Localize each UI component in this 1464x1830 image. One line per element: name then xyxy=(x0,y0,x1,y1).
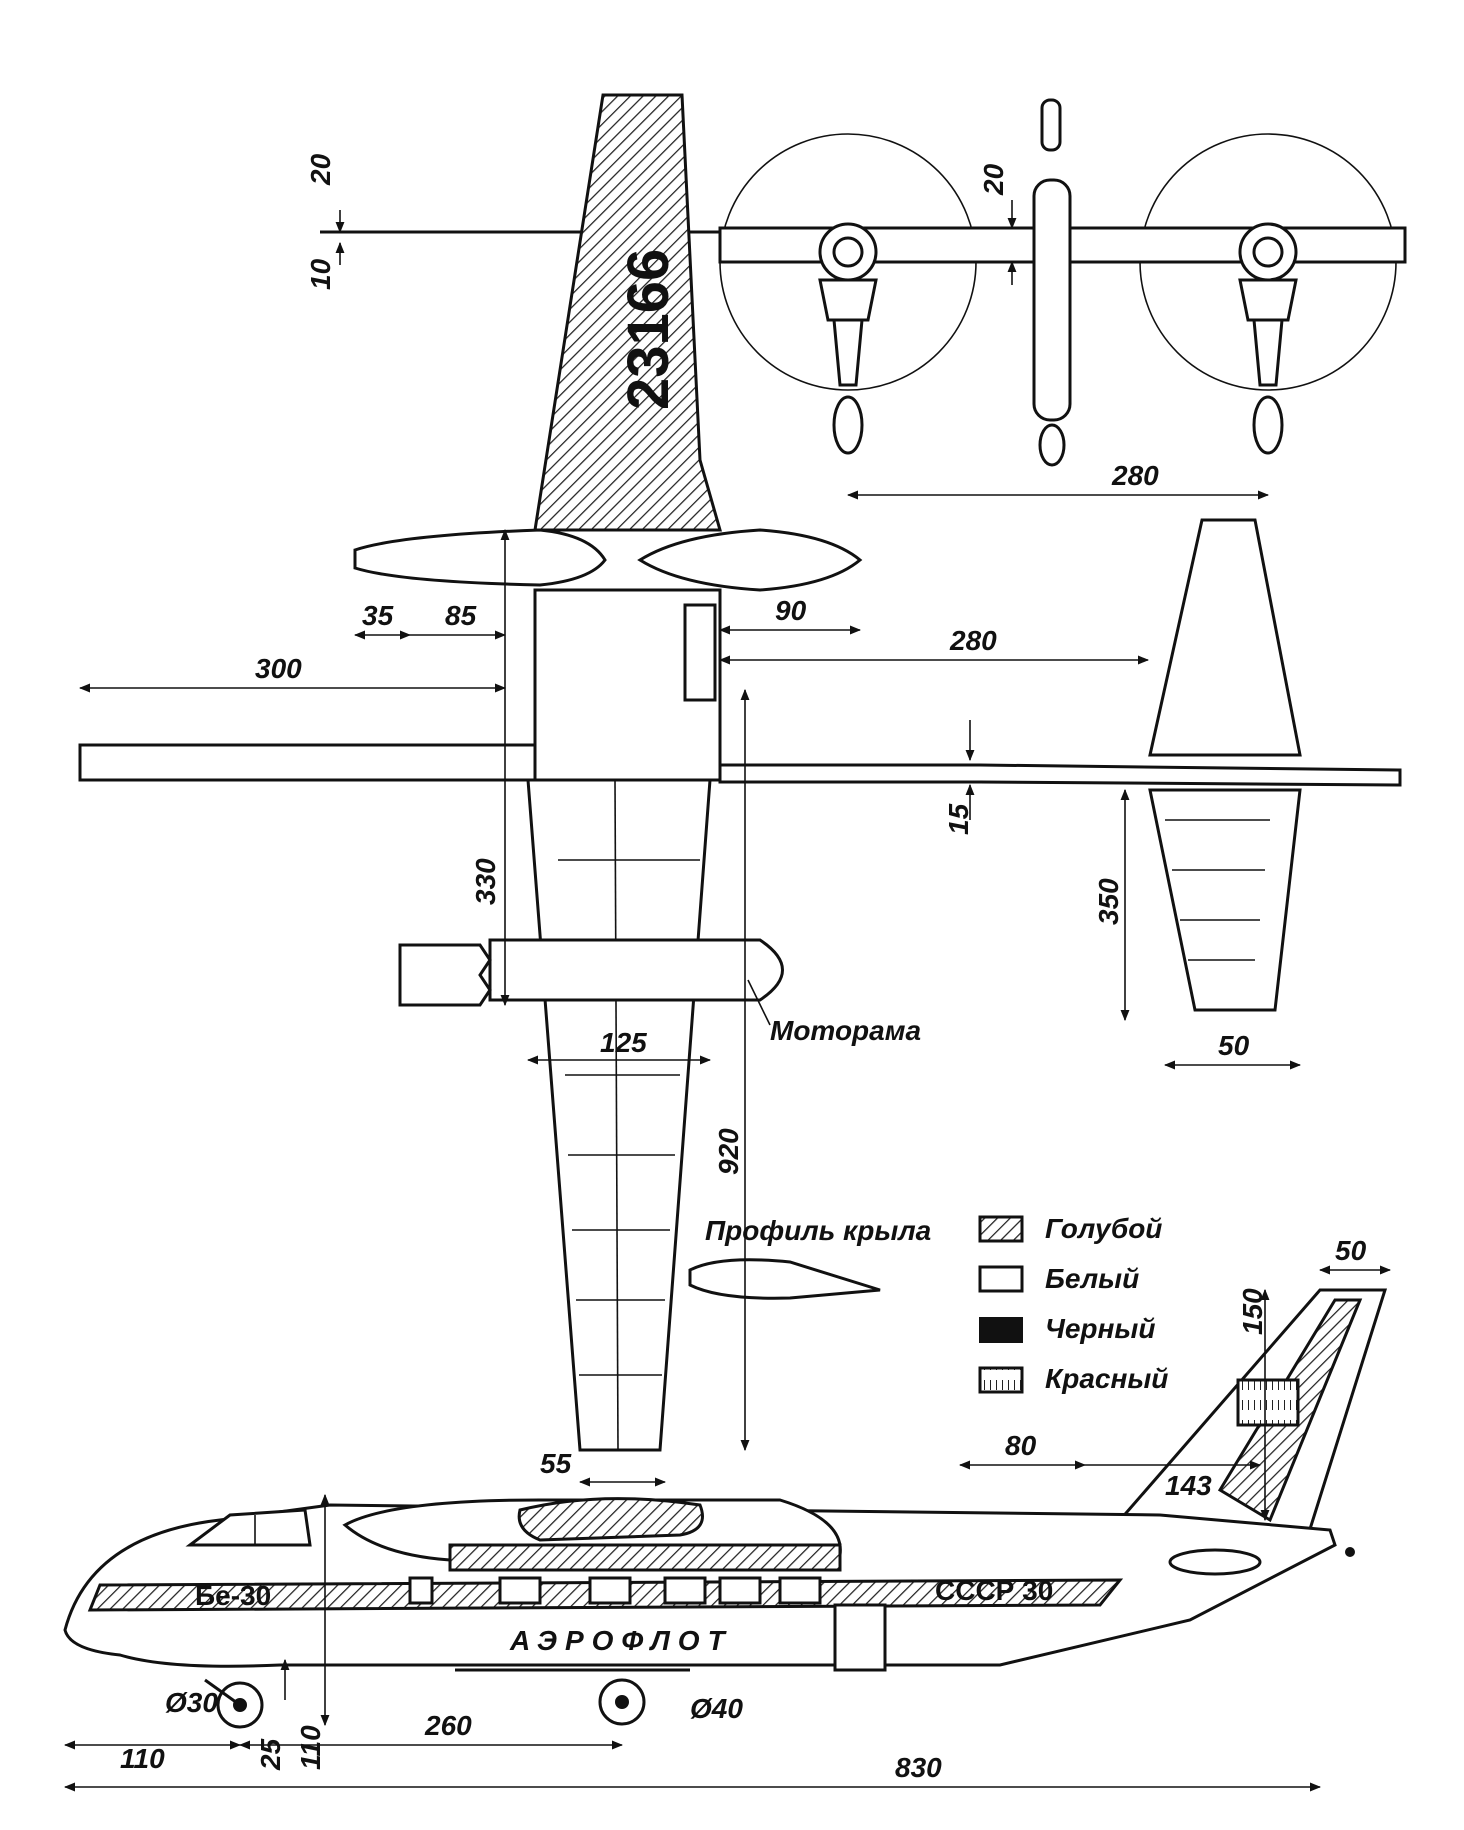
legend-swatch-blue xyxy=(978,1215,1024,1243)
dim-front-10: 10 xyxy=(305,258,336,290)
dim-nacelle-90: 90 xyxy=(775,595,807,626)
dim-fin-143: 143 xyxy=(1165,1470,1212,1501)
tail-fin-plan xyxy=(533,93,722,532)
left-nacelle-plan xyxy=(353,528,607,587)
dim-stab-280: 280 xyxy=(949,625,997,656)
wing-profile-sketch xyxy=(688,1258,881,1300)
left-wing-plan xyxy=(78,743,537,782)
dim-fin-80: 80 xyxy=(1005,1430,1037,1461)
side-cockpit-window xyxy=(185,1508,312,1547)
dim-stab-350: 350 xyxy=(1093,878,1124,925)
front-view: 20 10 20 280 xyxy=(305,98,1407,500)
wing-profile-label: Профиль крыла xyxy=(705,1215,931,1246)
legend-label-black: Черный xyxy=(1045,1313,1155,1344)
dim-side-25: 25 xyxy=(255,1738,286,1771)
front-tail-wheel xyxy=(1038,423,1066,467)
legend-swatch-white xyxy=(978,1265,1024,1293)
dim-side-830: 830 xyxy=(895,1752,942,1783)
dim-stab-50: 50 xyxy=(1218,1030,1250,1061)
dim-nacelle-35: 35 xyxy=(362,600,394,631)
front-fin-top xyxy=(1040,98,1062,152)
legend-label-white: Белый xyxy=(1045,1263,1139,1294)
front-fuselage xyxy=(1032,178,1072,422)
tail-boom-plan xyxy=(718,763,1402,787)
dim-d30: Ø30 xyxy=(165,1687,218,1718)
stabilizer-plan-upper xyxy=(1148,518,1302,757)
stabilizer-plan-lower xyxy=(1148,788,1302,1012)
right-wing-plan xyxy=(526,778,712,1452)
legend-label-red: Красный xyxy=(1045,1363,1168,1394)
fuselage-registration: СССР 30 xyxy=(935,1575,1053,1606)
dim-front-280: 280 xyxy=(1111,460,1159,491)
dim-wing-55: 55 xyxy=(540,1448,572,1479)
right-nacelle-plan xyxy=(637,528,863,592)
dim-front-20b: 20 xyxy=(978,163,1009,196)
side-view: Бе-30 СССР 30 АЭРОФЛОТ Ø30 Ø40 110 25 11… xyxy=(63,1235,1392,1792)
legend-swatch-red xyxy=(978,1366,1024,1394)
nose-designation: Бе-30 xyxy=(195,1580,271,1611)
dim-fin-50: 50 xyxy=(1335,1235,1367,1266)
dim-wing-920: 920 xyxy=(713,1128,744,1175)
dim-fin-150: 150 xyxy=(1237,1288,1268,1335)
plan-view: 23166 Моторама Профиль крыл xyxy=(78,93,1402,1487)
dim-d40: Ø40 xyxy=(690,1693,743,1724)
tail-number: 23166 xyxy=(616,249,681,410)
legend-swatch-black xyxy=(979,1317,1023,1343)
motor-mount-label: Моторама xyxy=(770,1015,921,1046)
dim-nacelle-85: 85 xyxy=(445,600,477,631)
front-left-engine xyxy=(818,222,878,455)
dim-fuselage-15: 15 xyxy=(943,803,974,835)
dim-wing-330: 330 xyxy=(470,858,501,905)
dim-front-20: 20 xyxy=(305,153,336,186)
dim-span-300: 300 xyxy=(255,653,302,684)
motor-mount xyxy=(398,938,784,1007)
dim-side-110: 110 xyxy=(120,1743,165,1774)
front-right-engine xyxy=(1238,222,1298,455)
dim-wing-125: 125 xyxy=(600,1027,647,1058)
dim-side-260: 260 xyxy=(424,1710,472,1741)
airline-name: АЭРОФЛОТ xyxy=(509,1625,733,1656)
color-legend: Голубой Белый Черный Красный xyxy=(978,1213,1168,1394)
legend-label-blue: Голубой xyxy=(1045,1213,1162,1244)
dim-side-110b: 110 xyxy=(295,1725,326,1770)
